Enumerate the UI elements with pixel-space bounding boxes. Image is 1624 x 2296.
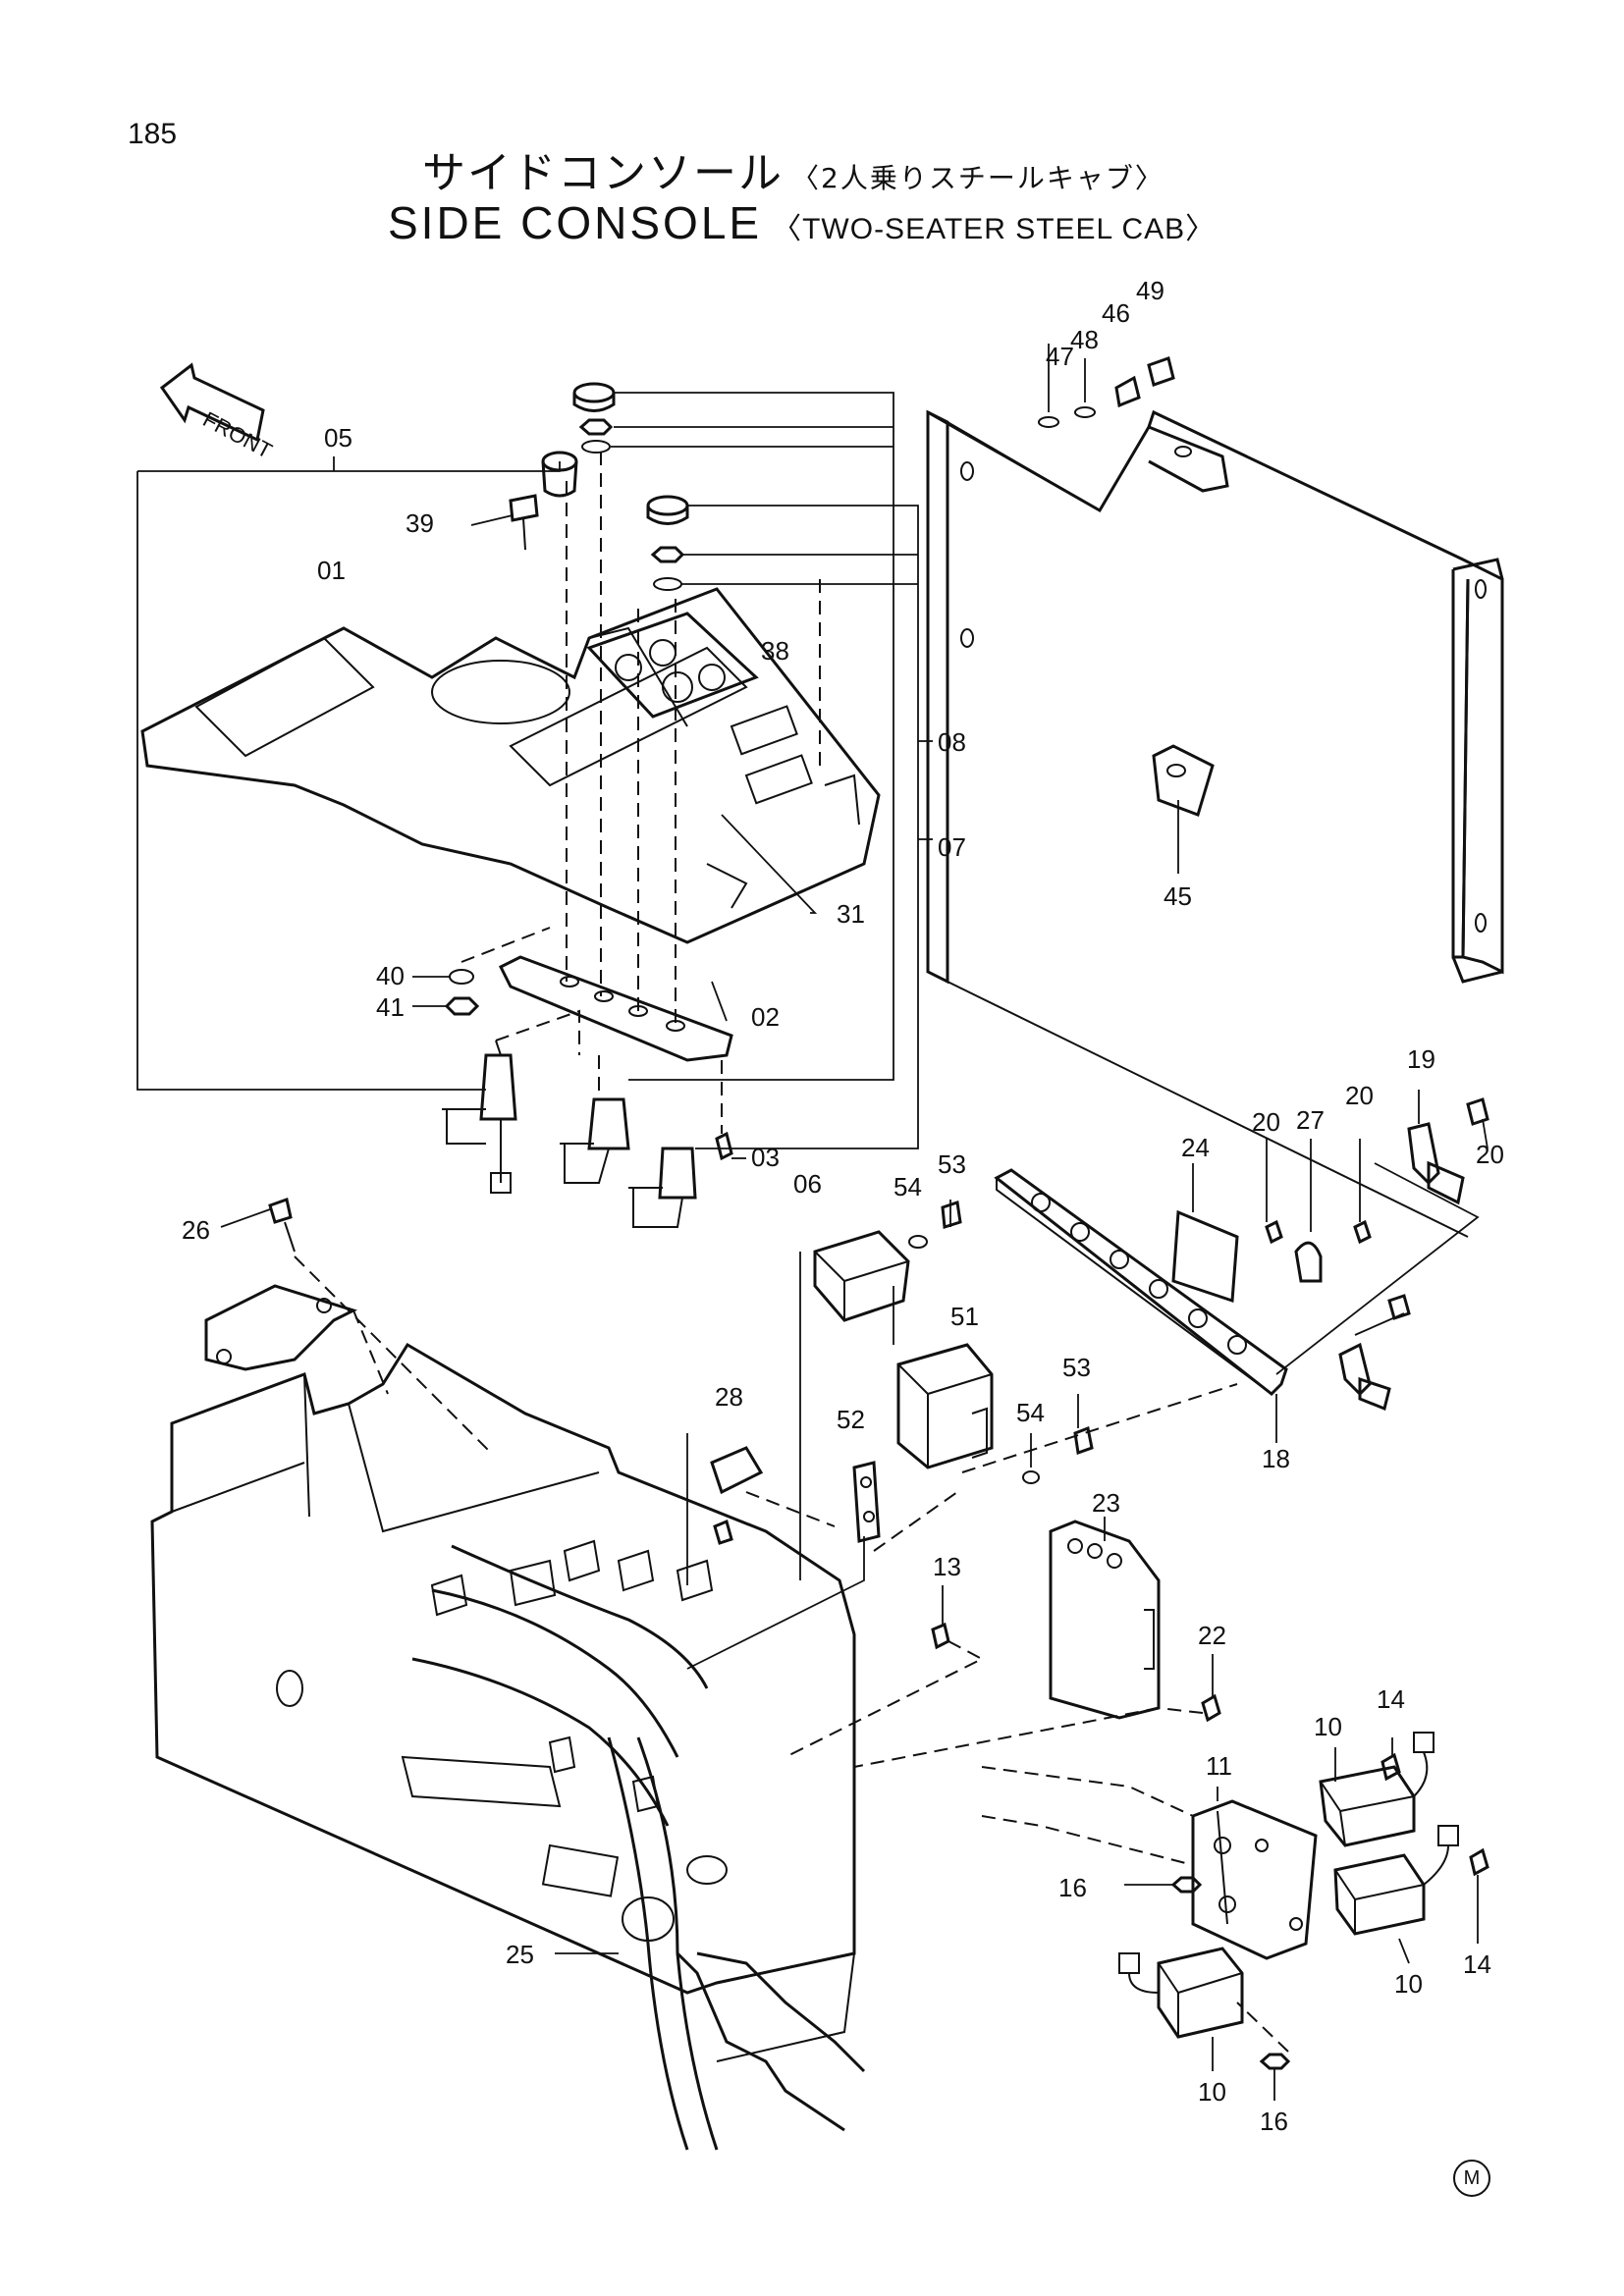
callout-16b: 16 [1260,2107,1288,2136]
callout-20b: 20 [1345,1081,1374,1110]
front-arrow-icon: FRONT [159,362,277,463]
callout-06: 06 [793,1169,822,1199]
callout-51: 51 [950,1302,979,1331]
callout-13: 13 [933,1552,961,1581]
callout-03: 03 [751,1143,780,1172]
caps-and-nuts [541,382,689,591]
callout-16a: 16 [1058,1873,1087,1902]
callout-10b: 10 [1394,1969,1423,1999]
page-title-english: SIDE CONSOLE 〈TWO-SEATER STEEL CAB〉 [388,196,1216,249]
washer-40-nut-41 [412,969,480,1016]
callout-23: 23 [1092,1488,1120,1518]
callout-46: 46 [1102,298,1130,328]
callout-20a: 20 [1252,1107,1280,1137]
callout-05: 05 [324,423,352,453]
callout-41: 41 [376,992,405,1022]
bracket-02 [498,955,733,1062]
title-jp-main: サイドコンソール [422,148,784,198]
callout-47: 47 [1046,342,1074,371]
manufacturer-mark: M [1453,2160,1490,2197]
callout-53b: 53 [1062,1353,1091,1382]
callout-10a: 10 [1314,1712,1342,1741]
callout-08: 08 [938,727,966,757]
callout-02: 02 [751,1002,780,1032]
callout-11: 11 [1206,1751,1232,1781]
console-cover-01 [140,587,881,944]
callout-39: 39 [406,508,434,538]
callout-26: 26 [182,1215,210,1245]
callout-01: 01 [317,556,346,585]
page-title-japanese: サイドコンソール〈2人乗りスチールキャブ〉 [422,137,1164,200]
callout-18: 18 [1262,1444,1290,1473]
callout-48: 48 [1070,325,1099,354]
callout-25: 25 [506,1940,534,1969]
bracket-23 [785,1517,1221,1768]
callout-54a: 54 [893,1172,922,1201]
callout-52: 52 [837,1405,865,1434]
callout-28: 28 [715,1382,743,1412]
screw-39 [470,494,539,551]
callout-07: 07 [938,832,966,862]
callout-27: 27 [1296,1105,1325,1135]
front-arrow-label: FRONT [199,406,277,463]
callout-40: 40 [376,961,405,990]
page-number: 185 [128,118,178,150]
title-jp-subtitle: 〈2人乗りスチールキャブ〉 [791,162,1164,194]
leader-lines-top [136,392,933,1159]
callout-14b: 14 [1463,1949,1491,1979]
relay-board-18 [994,1090,1489,1443]
wire-harness-25 [401,1539,866,2151]
callout-24: 24 [1181,1133,1210,1162]
switch-harness-group [442,1040,733,1228]
callout-19: 19 [1407,1044,1435,1074]
callout-10c: 10 [1198,2077,1226,2107]
callout-38: 38 [761,636,789,666]
callout-49: 49 [1136,276,1164,305]
lower-console-frame [150,1198,856,2062]
callout-31: 31 [837,899,865,929]
relay-bracket-11 [981,1732,1489,2101]
back-panel [926,344,1504,1238]
title-en-main: SIDE CONSOLE [388,197,763,248]
callout-53a: 53 [938,1149,966,1179]
callout-20c: 20 [1476,1140,1504,1169]
relay-components-middle [686,1200,1238,1670]
callout-labels: 05 39 01 38 08 07 31 40 41 02 03 26 06 5… [182,276,1504,2136]
title-en-subtitle: 〈TWO-SEATER STEEL CAB〉 [772,213,1217,245]
callout-45: 45 [1164,881,1192,911]
callout-22: 22 [1198,1621,1226,1650]
callout-14a: 14 [1377,1684,1405,1714]
callout-54b: 54 [1016,1398,1045,1427]
